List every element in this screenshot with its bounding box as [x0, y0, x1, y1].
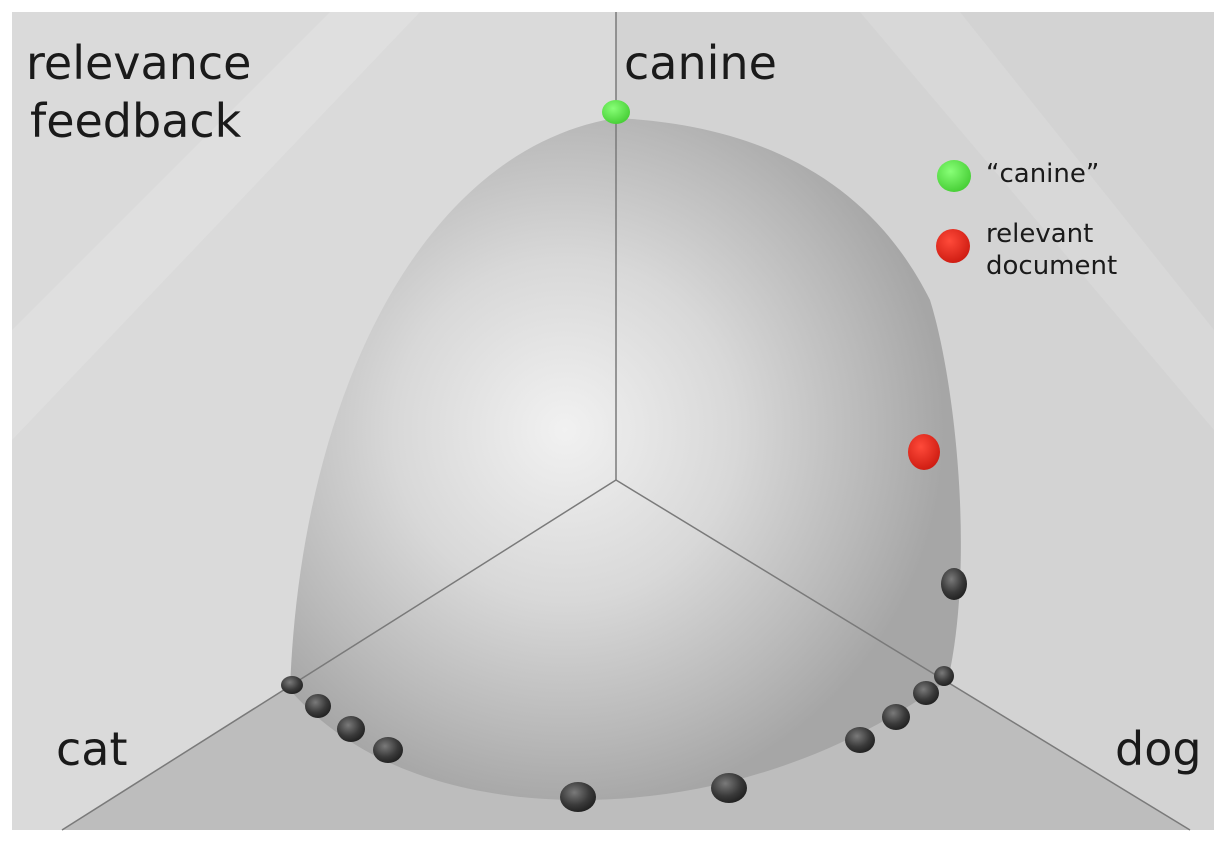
- relevant-document-point: [908, 434, 940, 470]
- diagram-title-line-2: feedback: [30, 94, 242, 148]
- query-point: [602, 100, 630, 124]
- axis-label-dog: dog: [1115, 722, 1202, 776]
- axis-label-canine: canine: [624, 36, 777, 90]
- document-points: [281, 568, 967, 812]
- document-point: [373, 737, 403, 763]
- document-point: [337, 716, 365, 742]
- document-point: [281, 676, 303, 694]
- document-point: [305, 694, 331, 718]
- legend-label-canine: “canine”: [986, 159, 1100, 189]
- document-point: [913, 681, 939, 705]
- document-point: [882, 704, 910, 730]
- document-point: [845, 727, 875, 753]
- axis-cat: [61, 479, 617, 831]
- axis-label-cat: cat: [56, 722, 128, 776]
- sphere-octant: [290, 118, 961, 800]
- document-point: [934, 666, 954, 686]
- wall-shade-right: [860, 12, 1214, 430]
- document-point: [711, 773, 747, 803]
- document-point: [941, 568, 967, 600]
- axis-dog: [615, 479, 1191, 831]
- legend-label-relevant-line-1: relevant: [986, 219, 1094, 249]
- legend-label-relevant-line-2: document: [986, 251, 1118, 281]
- diagram-title-line-1: relevance: [26, 36, 252, 90]
- legend-marker-relevant: [936, 229, 970, 263]
- document-point: [560, 782, 596, 812]
- legend-marker-canine: [937, 160, 971, 192]
- wall-shade-left: [12, 12, 420, 440]
